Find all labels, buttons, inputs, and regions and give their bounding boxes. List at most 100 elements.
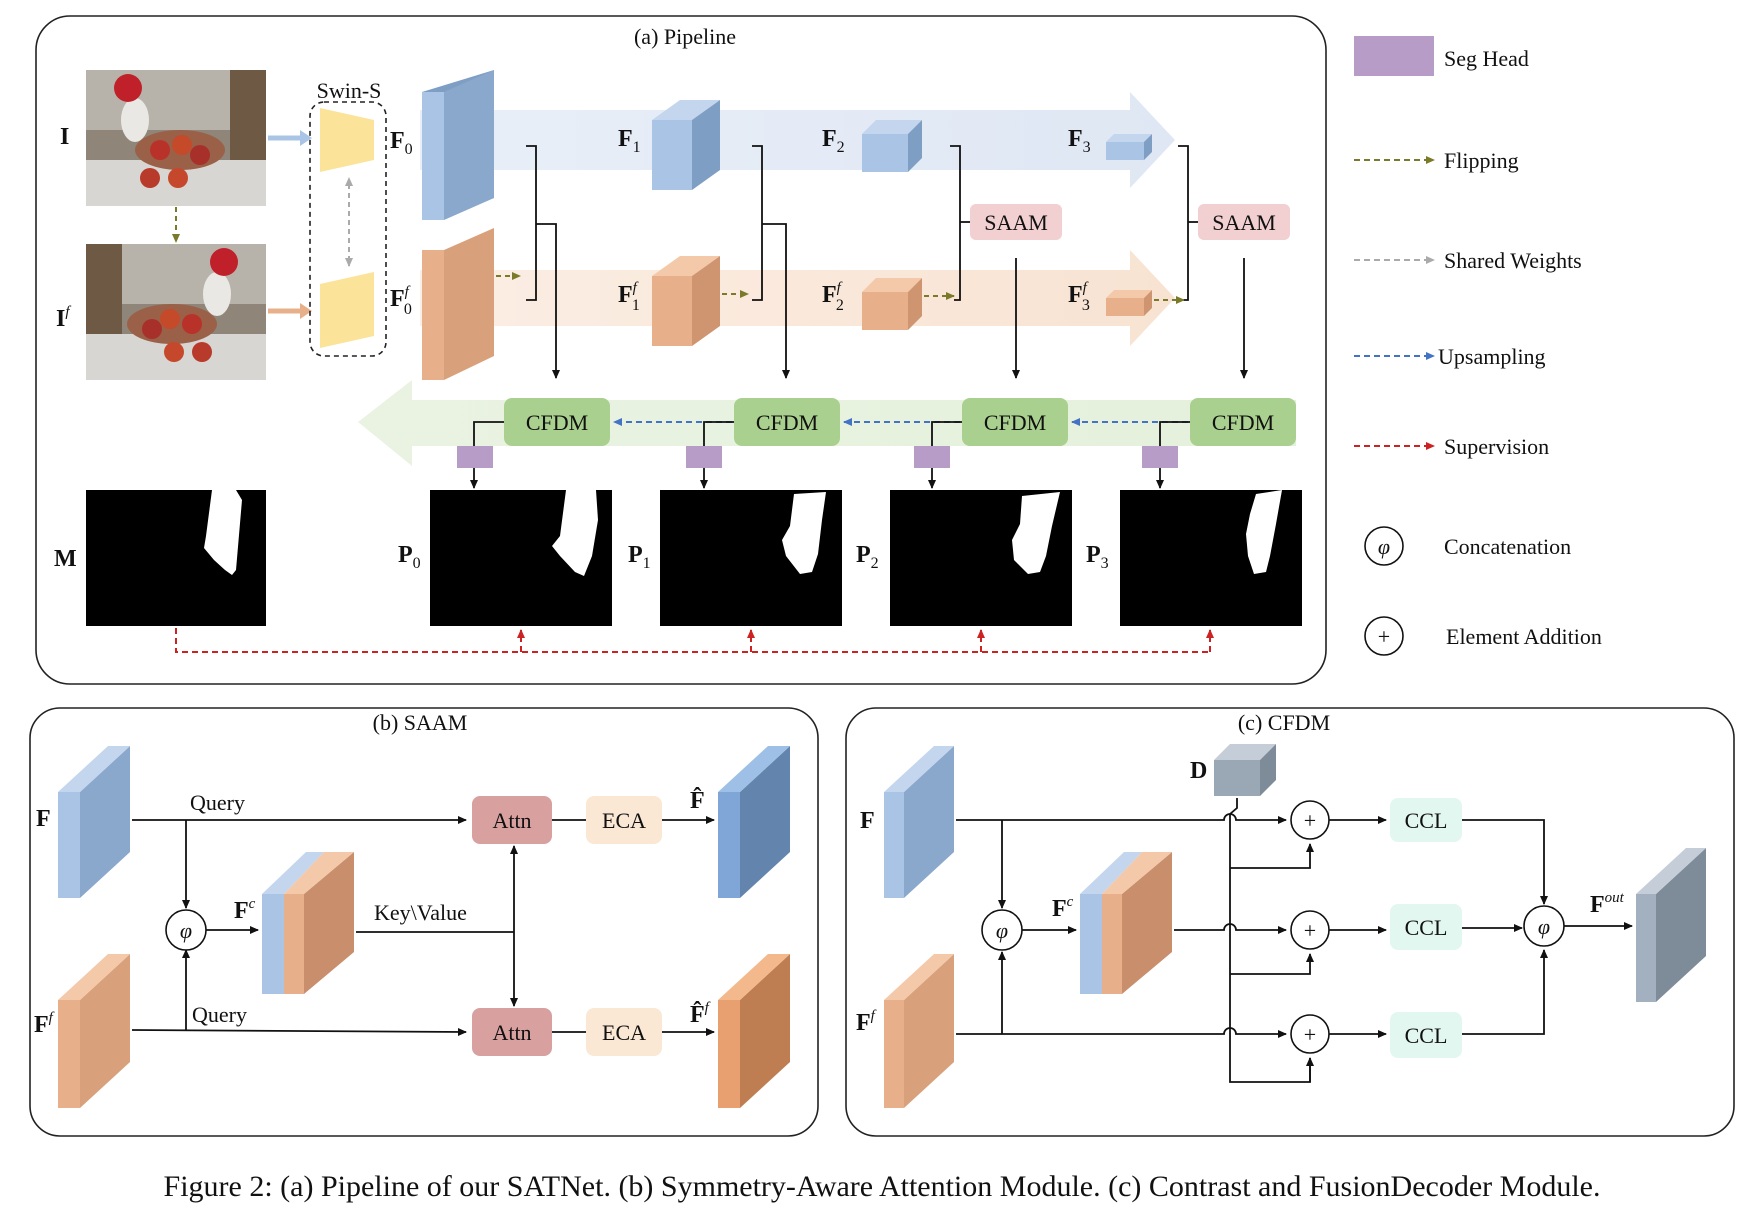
cfdm-line-top	[956, 813, 1287, 824]
connector-stage1	[762, 223, 790, 379]
cfdm-label-3: CFDM	[1212, 410, 1274, 435]
legend-add-icon	[1364, 616, 1404, 656]
saam-fhat-block	[718, 746, 790, 898]
feature-f0f-block	[422, 228, 494, 380]
label-f2: F2	[822, 126, 845, 156]
cfdm-line-bot	[956, 1027, 1287, 1038]
saam-query-label-top: Query	[190, 790, 245, 815]
cfdm-ccl-label-top: CCL	[1405, 808, 1448, 833]
label-f0: F0	[390, 128, 413, 158]
pipeline-panel-frame	[35, 15, 1327, 685]
swin-encoder-bottom	[320, 272, 374, 348]
saam-label-ff: Ff	[34, 1010, 55, 1038]
seg-head-2	[914, 446, 950, 468]
cfdm-label-1: CFDM	[756, 410, 818, 435]
saam-eca-top	[586, 796, 662, 844]
feature-f3-block	[1106, 134, 1152, 160]
label-input-i: I	[60, 124, 69, 150]
cfdm-label-2: CFDM	[984, 410, 1046, 435]
cfdm-label-f: F	[860, 808, 875, 834]
label-p2: P2	[856, 542, 879, 572]
cfdm-box-3	[1190, 398, 1296, 446]
saam-fhatf-block	[718, 954, 790, 1108]
saam-attn-label-bottom: Attn	[492, 1020, 531, 1045]
cfdm-plus-top: +	[1304, 808, 1316, 833]
legend-supervision: Supervision	[1444, 434, 1549, 459]
cfdm-out-phi: φ	[1538, 914, 1550, 939]
saam-eca-bottom	[586, 1008, 662, 1056]
legend-shared-weights: Shared Weights	[1444, 248, 1582, 273]
cfdm-label-fc: Fc	[1052, 894, 1074, 922]
cfdm2-to-seghead	[931, 421, 962, 446]
bracket-stage0	[526, 145, 537, 301]
saam-label-3: SAAM	[1212, 210, 1276, 235]
cfdm-ccl-label-bot: CCL	[1405, 1023, 1448, 1048]
cfdm-label-ff: Ff	[856, 1008, 877, 1036]
mask-image	[86, 490, 266, 626]
bracket-stage3	[1178, 145, 1189, 301]
legend-concatenation: Concatenation	[1444, 534, 1571, 559]
flipped-input-image	[86, 244, 266, 380]
label-f3: F3	[1068, 126, 1091, 156]
legend-seg-head: Seg Head	[1444, 46, 1529, 71]
seg-head-0	[457, 446, 493, 468]
saam-eca-label-bottom: ECA	[602, 1020, 646, 1045]
saam-fc-block	[262, 852, 354, 994]
supervision-line	[175, 628, 1210, 653]
cfdm-panel-frame	[845, 707, 1735, 1137]
saam-query-label-bottom: Query	[192, 1002, 247, 1027]
encoder-band-orange	[420, 250, 1175, 346]
cfdm-plus-mid: +	[1304, 918, 1316, 943]
bracket-stage2	[950, 145, 961, 301]
saam-panel-title: (b) SAAM	[373, 710, 468, 735]
saam-attn-top	[472, 796, 552, 844]
cfdm-label-d: D	[1190, 758, 1207, 784]
swin-encoder-top	[320, 108, 374, 172]
cfdm-fc-block	[1080, 852, 1172, 994]
cfdm-f-block	[884, 746, 954, 898]
cfdm-label-fout: Fout	[1590, 890, 1625, 918]
feature-f3f-block	[1106, 290, 1152, 316]
saam-attn-bottom	[472, 1008, 552, 1056]
legend-element-addition: Element Addition	[1446, 624, 1602, 649]
saam-query-bottom	[131, 1027, 467, 1036]
cfdm-plus-bot: +	[1304, 1022, 1316, 1047]
saam-phi: φ	[180, 918, 192, 943]
legend-add-symbol: +	[1378, 624, 1390, 649]
cfdm-fout-block	[1636, 848, 1706, 1002]
cfdm-box-0	[504, 398, 610, 446]
cfdm-d-cube	[1214, 744, 1276, 796]
encoder-band-blue	[420, 92, 1175, 188]
cfdm-panel-title: (c) CFDM	[1238, 710, 1330, 735]
cfdm3-to-seghead	[1159, 421, 1190, 446]
cfdm-ccl-top	[1390, 798, 1462, 842]
prediction-p3	[1120, 490, 1302, 626]
feature-f2f-block	[862, 278, 922, 330]
cfdm-ccl-bot	[1390, 1012, 1462, 1058]
input-image	[86, 70, 266, 206]
bracket-stage1	[752, 145, 763, 301]
label-mask: M	[54, 546, 77, 572]
legend-concat-symbol: φ	[1378, 534, 1390, 559]
saam-label-fhatf: F̂f	[690, 1000, 711, 1028]
cfdm-ff-block	[884, 954, 954, 1108]
cfdm-ccl-mid	[1390, 904, 1462, 950]
label-f1: F1	[618, 126, 641, 156]
feature-f2-block	[862, 120, 922, 172]
figure-caption: Figure 2: (a) Pipeline of our SATNet. (b…	[164, 1170, 1601, 1203]
saam-panel-frame	[29, 707, 819, 1137]
saam-keyvalue-label: Key\Value	[374, 900, 467, 925]
saam-box-3	[1198, 204, 1290, 240]
label-p0: P0	[398, 542, 421, 572]
feature-f1-block	[652, 100, 720, 190]
prediction-p0	[430, 490, 612, 626]
seg-head-1	[686, 446, 722, 468]
connector-stage0	[536, 223, 560, 379]
swin-label: Swin-S	[317, 78, 382, 103]
saam-label-2: SAAM	[984, 210, 1048, 235]
saam-box-2	[970, 204, 1062, 240]
